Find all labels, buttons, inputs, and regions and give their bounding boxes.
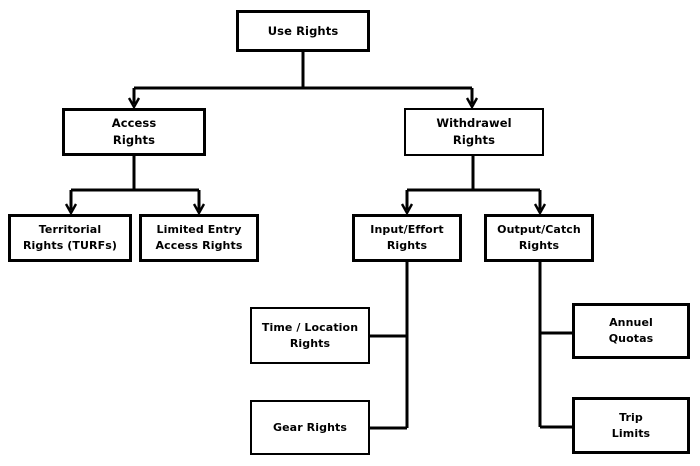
node-output-catch-rights-label: Output/Catch Rights bbox=[497, 223, 581, 252]
edge-output-to-children bbox=[538, 262, 573, 429]
node-time-location-rights-label: Time / Location Rights bbox=[261, 320, 359, 350]
node-trip-limits-label: Trip Limits bbox=[611, 410, 651, 440]
arrowhead-withdrawel-rights bbox=[465, 97, 479, 110]
node-gear-rights[interactable]: Gear Rights bbox=[250, 400, 370, 455]
node-output-catch-rights[interactable]: Output/Catch Rights bbox=[484, 214, 594, 262]
node-annuel-quotas[interactable]: Annuel Quotas bbox=[572, 303, 690, 359]
node-access-rights[interactable]: Access Rights bbox=[62, 108, 206, 156]
node-limited-entry-access-rights[interactable]: Limited Entry Access Rights bbox=[139, 214, 259, 262]
node-withdrawel-rights-label: Withdrawel Rights bbox=[436, 116, 512, 147]
node-use-rights-label: Use Rights bbox=[267, 23, 339, 38]
level1-arrowheads bbox=[127, 97, 479, 110]
edge-input-to-children bbox=[370, 262, 409, 430]
node-territorial-rights-label: Territorial Rights (TURFs) bbox=[22, 223, 117, 252]
access-children-arrowheads bbox=[64, 203, 206, 216]
arrowhead-limited-entry-rights bbox=[192, 203, 206, 216]
node-withdrawel-rights[interactable]: Withdrawel Rights bbox=[404, 108, 544, 156]
arrowhead-territorial-rights bbox=[64, 203, 78, 216]
arrowhead-output-catch-rights bbox=[533, 203, 547, 216]
node-input-effort-rights-label: Input/Effort Rights bbox=[370, 223, 444, 252]
edge-withdrawel-to-children bbox=[405, 156, 542, 210]
node-territorial-rights[interactable]: Territorial Rights (TURFs) bbox=[8, 214, 132, 262]
withdrawel-children-arrowheads bbox=[400, 203, 547, 216]
edge-access-to-children bbox=[69, 156, 201, 210]
node-input-effort-rights[interactable]: Input/Effort Rights bbox=[352, 214, 462, 262]
edge-use-to-children bbox=[132, 52, 474, 104]
node-gear-rights-label: Gear Rights bbox=[272, 420, 348, 434]
node-trip-limits[interactable]: Trip Limits bbox=[572, 397, 690, 454]
arrowhead-input-effort-rights bbox=[400, 203, 414, 216]
arrowhead-access-rights bbox=[127, 97, 141, 110]
node-time-location-rights[interactable]: Time / Location Rights bbox=[250, 307, 370, 364]
node-limited-entry-access-rights-label: Limited Entry Access Rights bbox=[155, 223, 243, 252]
node-use-rights[interactable]: Use Rights bbox=[236, 10, 370, 52]
node-access-rights-label: Access Rights bbox=[111, 116, 157, 147]
node-annuel-quotas-label: Annuel Quotas bbox=[608, 316, 654, 345]
